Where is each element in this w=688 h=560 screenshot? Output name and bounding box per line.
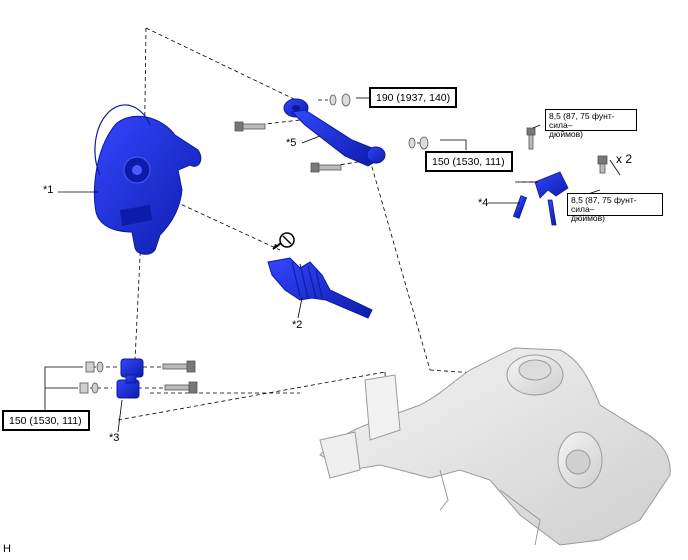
subframe-icon [319,347,671,546]
leader-lines [44,97,621,433]
drive-shaft-icon [267,257,373,319]
sensor-bracket-icon [512,171,569,226]
part-label-5: *5 [286,137,297,149]
torque-box-190: 190 (1937, 140) [369,87,457,108]
no-reuse-icon [272,232,295,250]
torque-8-5-top-line1: 8,5 (87, 75 фунт-сила– [549,111,615,130]
torque-8-5-right-line2: дюймов) [571,213,605,223]
arm-icon [283,98,386,167]
torque-box-8-5-right: 8,5 (87, 75 фунт-сила– дюймов) [567,193,663,223]
torque-8-5-top-line2: дюймов) [549,129,583,139]
bolt-icon [526,127,608,174]
bolt-icon [162,360,198,394]
figure-code: H [3,543,11,555]
part-label-1: *1 [43,184,54,196]
torque-box-8-5-top: 8,5 (87, 75 фунт-сила– дюймов) [545,109,637,139]
bolt-icon [234,121,342,173]
knuckle-icon [94,104,202,255]
part-label-4: *4 [478,197,489,209]
arm-icon [116,358,144,399]
torque-box-150-upper: 150 (1530, 111) [425,151,513,172]
washer-icon [329,93,429,150]
quantity-label: x 2 [616,152,633,166]
torque-8-5-right-line1: 8,5 (87, 75 фунт-сила– [571,195,637,214]
part-label-3: *3 [109,432,120,444]
part-label-2: *2 [292,319,303,331]
torque-box-150-lower: 150 (1530, 111) [2,410,90,431]
nut-icon [79,361,104,394]
